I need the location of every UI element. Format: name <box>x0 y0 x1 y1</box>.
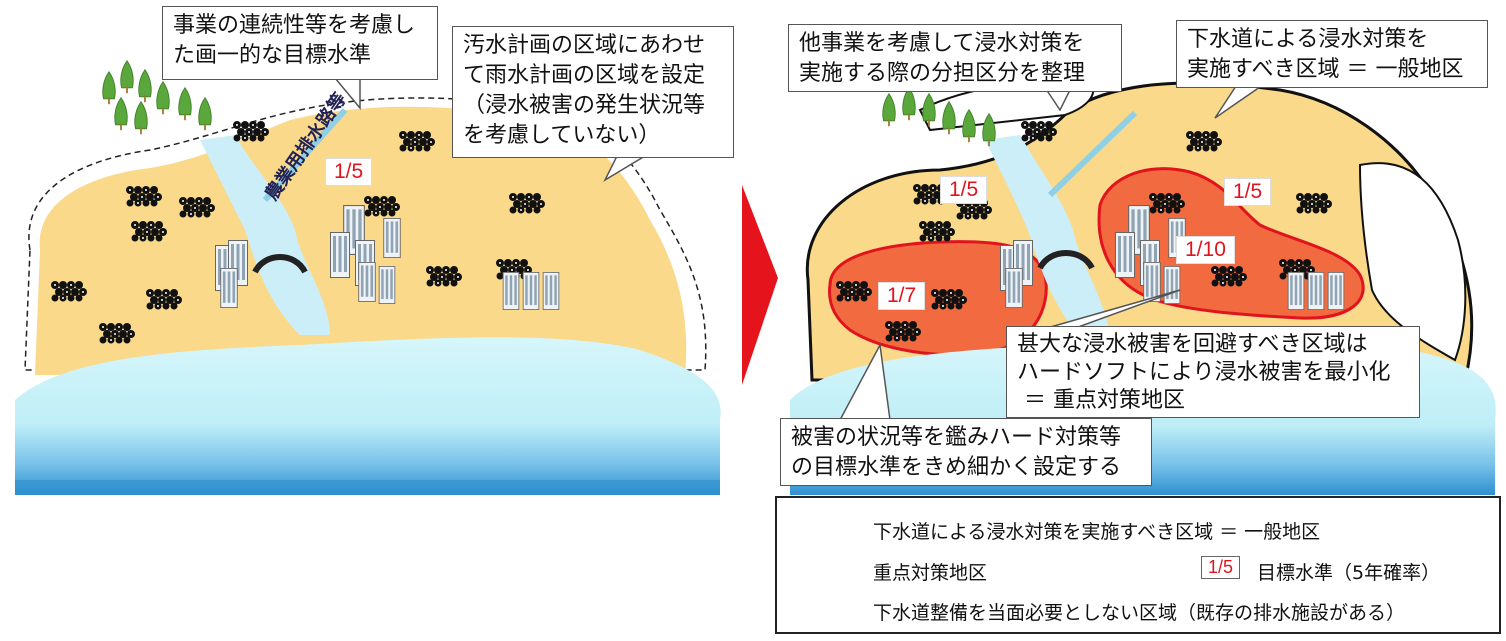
river <box>985 135 1110 335</box>
target-level-label: 1/10 <box>1176 236 1235 264</box>
target-level-label: 1/7 <box>878 282 926 310</box>
legend-level-label: 目標水準（5年確率） <box>1257 562 1441 584</box>
callout-share: 他事業を考慮して浸水対策を 実施する際の分担区分を整理 <box>788 24 1122 92</box>
legend-none-label: 下水道整備を当面必要としない区域（既存の排水施設がある） <box>873 602 1406 624</box>
callout-priority-area: 甚大な浸水被害を回避すべき区域は ハードソフトにより浸水被害を最小化 ＝ 重点対… <box>1006 326 1420 418</box>
no-sewer-area <box>1358 162 1467 362</box>
callout-planning-area: 汚水計画の区域にあわせ て雨水計画の区域を設定 （浸水被害の発生状況等 を考慮し… <box>452 26 734 158</box>
callout-fine-standard: 被害の状況等を鑑みハード対策等 の目標水準をきめ細かく設定する <box>780 418 1152 486</box>
culvert-icon <box>252 254 308 274</box>
legend-priority-label: 重点対策地区 <box>873 562 988 584</box>
callout-uniform-standard: 事業の連続性等を考慮し た画一的な目標水準 <box>162 6 438 80</box>
legend: 下水道による浸水対策を実施すべき区域 ＝ 一般地区 重点対策地区 1/5 目標水… <box>775 496 1501 634</box>
legend-level-sample: 1/5 <box>1201 556 1241 579</box>
sea <box>15 337 721 495</box>
target-level-label: 1/5 <box>325 158 373 186</box>
target-level-label: 1/5 <box>940 176 988 204</box>
drain-channel <box>1047 110 1138 198</box>
transition-arrow <box>742 185 778 385</box>
target-level-label: 1/5 <box>1224 178 1272 206</box>
drain-channel <box>262 108 348 202</box>
culvert-icon <box>1037 250 1095 270</box>
callout-general-area: 下水道による浸水対策を 実施すべき区域 ＝ 一般地区 <box>1176 20 1488 88</box>
planning-boundary-dashed <box>24 97 707 371</box>
river <box>200 135 330 335</box>
sea-deep <box>15 480 720 495</box>
legend-general-label: 下水道による浸水対策を実施すべき区域 ＝ 一般地区 <box>873 521 1321 543</box>
left-map <box>15 60 721 495</box>
